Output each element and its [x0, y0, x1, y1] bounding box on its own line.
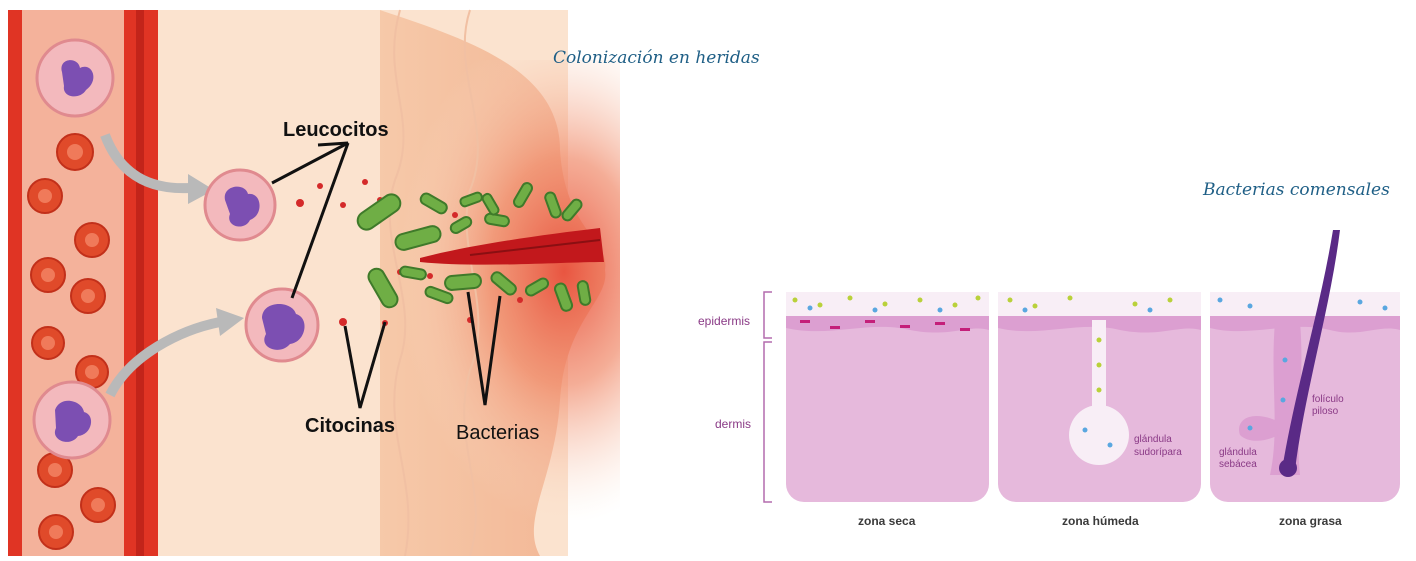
sebaceous-gland-label-line2: sebácea: [1219, 459, 1257, 470]
zone-oily-label: zona grasa: [1279, 514, 1342, 528]
skin-zones-svg: epidermis dermis zona seca glán: [690, 230, 1410, 550]
hair-follicle-label: folículo: [1312, 394, 1344, 405]
zone-dry-label: zona seca: [858, 514, 916, 528]
leukocyte: [246, 289, 318, 361]
leukocyte: [205, 170, 275, 240]
layer-brackets: [764, 292, 772, 502]
cytokines-label: Citocinas: [305, 415, 395, 437]
zone-humid: [998, 292, 1201, 502]
epidermis-label: epidermis: [698, 314, 750, 328]
zone-humid-label: zona húmeda: [1062, 514, 1139, 528]
bacteria-label: Bacterias: [456, 422, 539, 444]
leukocyte: [37, 40, 113, 116]
commensal-title: Bacterias comensales: [1203, 180, 1390, 200]
vessel-wall-left: [8, 10, 22, 556]
skin-zones-diagram: epidermis dermis zona seca glán: [690, 230, 1410, 550]
sweat-gland-label: glándula: [1134, 434, 1172, 445]
sweat-gland-label-line2: sudorípara: [1134, 447, 1182, 458]
dermis-label: dermis: [715, 417, 751, 431]
sebaceous-gland-label: glándula: [1219, 447, 1257, 458]
zone-dry: [786, 292, 989, 502]
leukocyte: [34, 382, 110, 458]
wound-title: Colonización en heridas: [553, 48, 760, 68]
wound-illustration-svg: Leucocitos Citocinas Bacterias: [0, 0, 620, 556]
leukocytes-label: Leucocitos: [283, 119, 389, 141]
wound-illustration: Leucocitos Citocinas Bacterias: [0, 0, 620, 556]
hair-follicle-label-line2: piloso: [1312, 406, 1339, 417]
vessel-wall-stripe: [136, 10, 144, 556]
